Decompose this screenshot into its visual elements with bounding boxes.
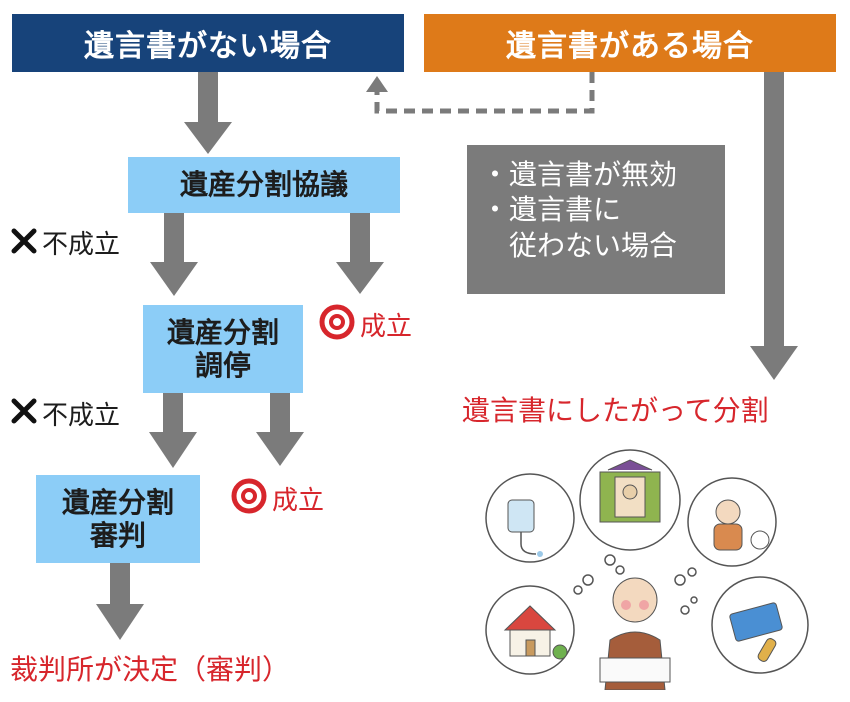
label-fail-1: 不成立 [42, 230, 121, 260]
arrow-kyogi-success [336, 213, 384, 294]
arrow-will-result [750, 72, 798, 380]
step-shinpan: 遺産分割 審判 [36, 475, 200, 563]
arrow-kyogi-fail [150, 213, 198, 296]
outcome-court-decision: 裁判所が決定（審判） [10, 653, 291, 686]
x-mark-icon [11, 228, 37, 254]
house-icon [503, 605, 568, 660]
label-success-2: 成立 [272, 486, 325, 516]
arrow-shinpan-result [96, 563, 144, 640]
note-item-2: 遺言書に [481, 192, 725, 227]
x-mark-icon [11, 398, 37, 424]
header-no-will: 遺言書がない場合 [12, 14, 404, 72]
step-shinpan-line1: 遺産分割 [61, 485, 174, 519]
note-item-2-cont: 従わない場合 [509, 228, 678, 262]
step-kyogi: 遺産分割協議 [128, 157, 400, 213]
outcome-divide-by-will: 遺言書にしたがって分割 [462, 394, 769, 427]
label-success-1: 成立 [360, 312, 413, 342]
grandfather-icon [599, 577, 671, 690]
dashed-return-arrow [374, 72, 595, 114]
label-fail-2: 不成立 [42, 401, 121, 431]
bankbook-icon [729, 602, 783, 662]
step-kyogi-label: 遺産分割協議 [179, 168, 348, 202]
step-chotei-line1: 遺産分割 [166, 315, 279, 349]
step-shinpan-line2: 審判 [89, 519, 146, 552]
arrow-chotei-success [256, 393, 304, 466]
arrow-to-kyogi [184, 72, 232, 154]
double-circle-icon [319, 304, 355, 340]
header-has-will: 遺言書がある場合 [424, 14, 836, 72]
step-chotei: 遺産分割 調停 [143, 305, 303, 393]
arrow-chotei-fail [149, 393, 197, 468]
note-item-1: 遺言書が無効 [481, 157, 725, 192]
elderly-estate-illustration [485, 449, 809, 690]
portrait-frame-icon [599, 459, 661, 523]
invalid-will-note: 遺言書が無効 遺言書に 従わない場合 [467, 145, 725, 294]
step-chotei-line2: 調停 [194, 349, 251, 382]
grandmother-cat-icon [713, 499, 770, 551]
iv-drip-icon [507, 499, 543, 557]
double-circle-icon [231, 478, 267, 514]
